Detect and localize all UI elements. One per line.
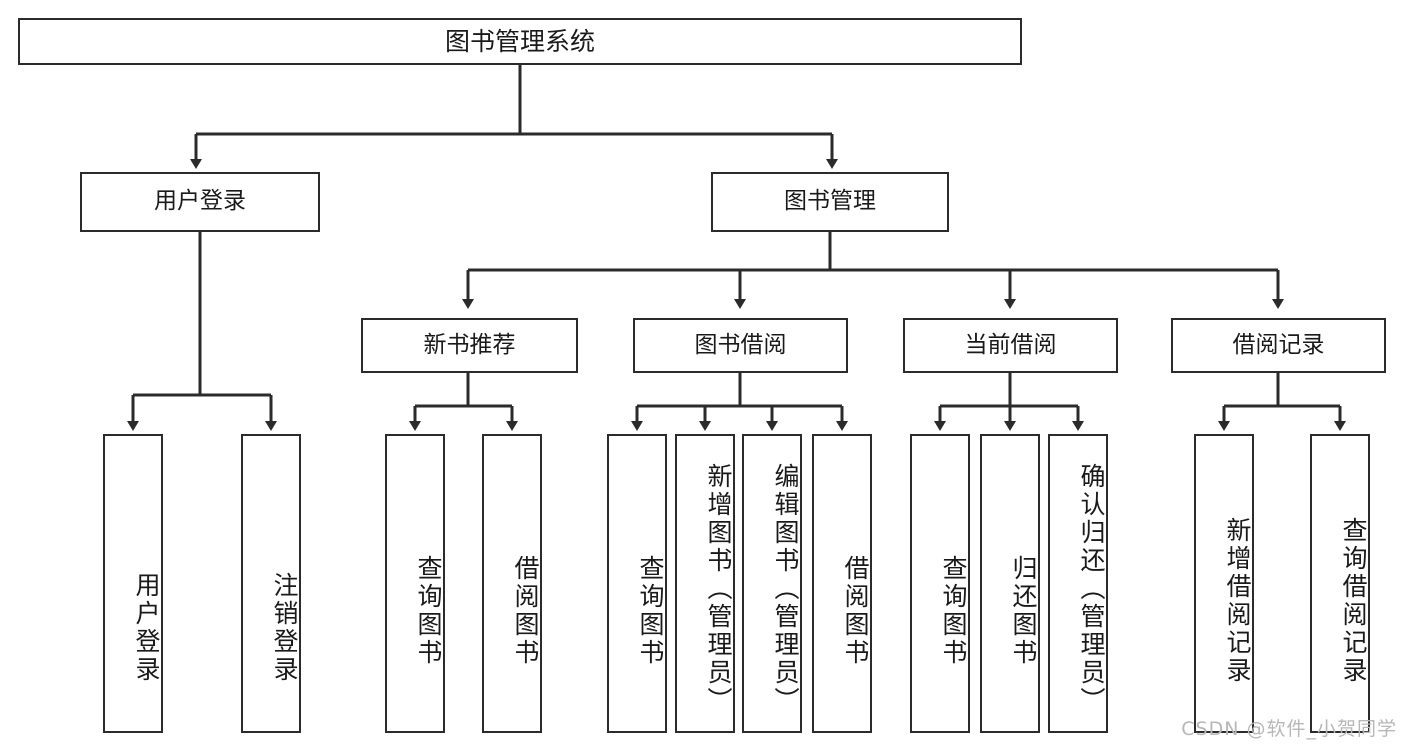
leaf-query-book-3[interactable]: 查询图书 <box>910 434 970 733</box>
leaf-logout[interactable]: 注销登录 <box>241 434 301 733</box>
leaf-confirm-return-admin-label: 确认归还（管理员） <box>1077 462 1106 715</box>
leaf-confirm-return-admin[interactable]: 确认归还（管理员） <box>1048 434 1108 733</box>
node-user-login[interactable]: 用户登录 <box>80 172 320 232</box>
leaf-edit-book-admin-label: 编辑图书（管理员） <box>771 462 800 715</box>
leaf-edit-book-admin[interactable]: 编辑图书（管理员） <box>742 434 802 733</box>
leaf-query-borrow-record-label: 查询借阅记录 <box>1339 516 1368 685</box>
leaf-add-book-admin[interactable]: 新增图书（管理员） <box>675 434 735 733</box>
leaf-user-login[interactable]: 用户登录 <box>103 434 163 733</box>
node-new-book-recommend[interactable]: 新书推荐 <box>361 318 578 373</box>
leaf-borrow-book-1[interactable]: 借阅图书 <box>482 434 542 733</box>
leaf-query-book-1-label: 查询图书 <box>414 555 443 667</box>
leaf-add-borrow-record-label: 新增借阅记录 <box>1223 516 1252 685</box>
node-user-login-label: 用户登录 <box>154 188 246 215</box>
leaf-borrow-book-1-label: 借阅图书 <box>511 555 540 667</box>
leaf-query-borrow-record[interactable]: 查询借阅记录 <box>1310 434 1370 733</box>
node-root-label: 图书管理系统 <box>444 26 595 56</box>
leaf-query-book-2-label: 查询图书 <box>636 555 665 667</box>
leaf-add-book-admin-label: 新增图书（管理员） <box>704 462 733 715</box>
node-new-book-recommend-label: 新书推荐 <box>423 331 516 358</box>
node-book-borrow-label: 图书借阅 <box>694 331 787 358</box>
node-borrow-record[interactable]: 借阅记录 <box>1171 318 1386 373</box>
node-root[interactable]: 图书管理系统 <box>18 18 1022 65</box>
leaf-borrow-book-2-label: 借阅图书 <box>841 555 870 667</box>
node-current-borrow-label: 当前借阅 <box>964 331 1057 358</box>
leaf-query-book-2[interactable]: 查询图书 <box>607 434 667 733</box>
node-book-management-label: 图书管理 <box>784 188 876 215</box>
leaf-query-book-1[interactable]: 查询图书 <box>385 434 445 733</box>
node-book-borrow[interactable]: 图书借阅 <box>633 318 848 373</box>
node-borrow-record-label: 借阅记录 <box>1232 331 1325 358</box>
leaf-borrow-book-2[interactable]: 借阅图书 <box>812 434 872 733</box>
node-book-management[interactable]: 图书管理 <box>711 172 949 232</box>
node-current-borrow[interactable]: 当前借阅 <box>903 318 1118 373</box>
leaf-user-login-label: 用户登录 <box>132 571 161 684</box>
leaf-logout-label: 注销登录 <box>270 571 299 684</box>
leaf-return-book[interactable]: 归还图书 <box>980 434 1040 733</box>
leaf-query-book-3-label: 查询图书 <box>939 555 968 667</box>
leaf-add-borrow-record[interactable]: 新增借阅记录 <box>1194 434 1254 733</box>
leaf-return-book-label: 归还图书 <box>1009 555 1038 667</box>
watermark: CSDN @软件_小贺同学 <box>1181 718 1397 740</box>
